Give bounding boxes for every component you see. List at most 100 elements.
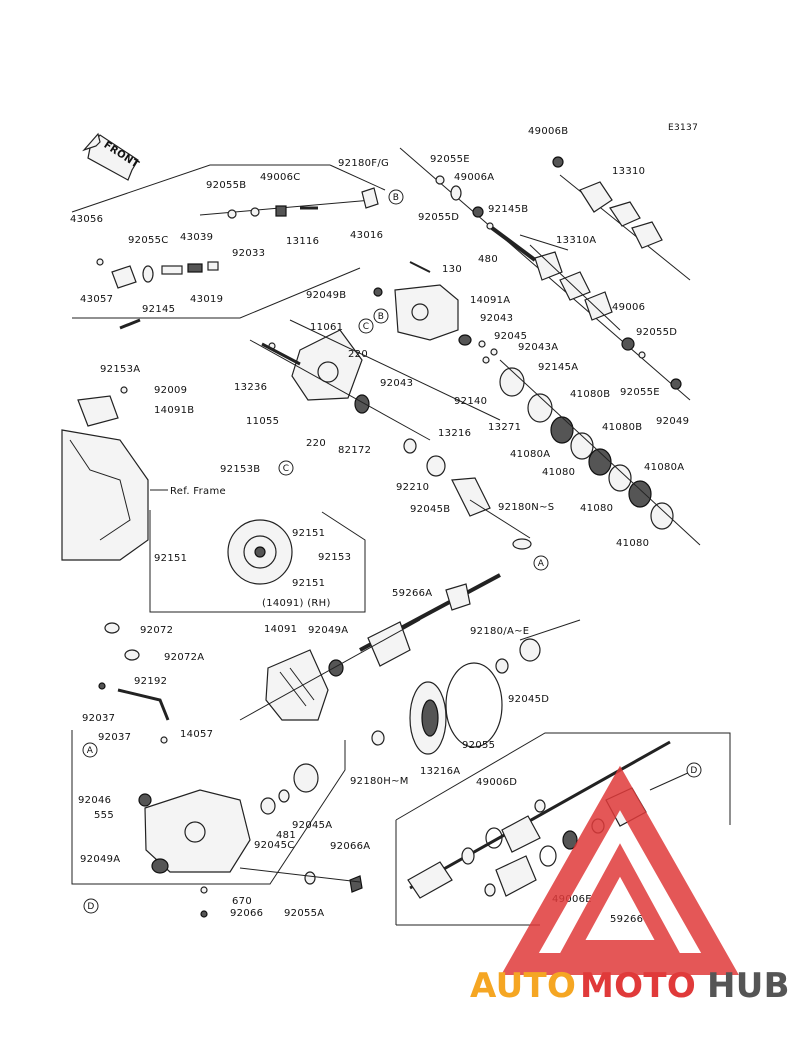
part-label: 92009 xyxy=(154,385,187,396)
svg-text:C: C xyxy=(363,322,370,332)
part-label: 43016 xyxy=(350,230,383,241)
svg-text:A: A xyxy=(87,746,94,756)
part-label: 49006A xyxy=(454,172,494,183)
part-label: 92180N~S xyxy=(498,502,554,513)
part-label: 220 xyxy=(306,438,326,449)
part-label: 92055E xyxy=(620,387,660,398)
callout-a-2: A xyxy=(82,742,98,758)
part-label: 92140 xyxy=(454,396,487,407)
automotohub-wordmark: AUTO MOTO HUB xyxy=(470,966,790,1006)
callout-c-1: C xyxy=(358,318,374,334)
part-label: 220 xyxy=(348,349,368,360)
part-labels: 43056 92055 B 49006C 92180F/G 92055E 4900… xyxy=(70,126,689,925)
gear-case xyxy=(239,619,503,748)
callout-b-1: B xyxy=(388,189,404,205)
rh-label: (14091) (RH) xyxy=(262,598,331,609)
part-label: 92072A xyxy=(164,652,204,663)
callout-d-1: D xyxy=(686,762,702,778)
part-label: 92151 xyxy=(154,553,187,564)
part-label: 670 xyxy=(232,896,252,907)
part-label: 92045C xyxy=(254,840,295,851)
part-label: 92151 xyxy=(292,528,325,539)
part-label: 92045 xyxy=(494,331,527,342)
part-label: 92046 xyxy=(78,795,111,806)
svg-text:C: C xyxy=(283,464,290,474)
part-label: 92072 xyxy=(140,625,173,636)
part-label: 92153B xyxy=(220,464,260,475)
part-label: 13216A xyxy=(420,766,460,777)
part-label: 92145 xyxy=(142,304,175,315)
part-label: 92037 xyxy=(82,713,115,724)
part-label: 92045D xyxy=(508,694,549,705)
rh-cover-box: (14091) (RH) xyxy=(149,510,366,613)
part-label: 43019 xyxy=(190,294,223,305)
upper-assembly-frame xyxy=(71,164,386,319)
part-label: 92033 xyxy=(232,248,265,259)
part-label: 13116 xyxy=(286,236,319,247)
part-label: 43057 xyxy=(80,294,113,305)
part-label: 49006B xyxy=(528,126,568,137)
svg-text:HUB: HUB xyxy=(707,966,790,1006)
part-label: 92192 xyxy=(134,676,167,687)
rear-housing xyxy=(71,730,363,918)
part-label: 41080 xyxy=(616,538,649,549)
part-label: 14091 xyxy=(264,624,297,635)
part-label: 92043A xyxy=(518,342,558,353)
part-label: 43056 xyxy=(70,214,103,225)
part-label: 59266 xyxy=(610,914,643,925)
part-label: 14057 xyxy=(180,729,213,740)
part-label: 480 xyxy=(478,254,498,265)
circle-callouts: B B C C A A D D xyxy=(82,189,702,914)
ref-frame-label: Ref. Frame xyxy=(170,486,226,497)
svg-text:D: D xyxy=(87,902,94,912)
part-label: 555 xyxy=(94,810,114,821)
part-label: 92055 xyxy=(462,740,495,751)
part-label: 11055 xyxy=(246,416,279,427)
part-label: 92180H~M xyxy=(350,776,409,787)
diagram-code: E3137 xyxy=(668,123,698,133)
part-label: 92055D xyxy=(636,327,677,338)
part-label: 92049A xyxy=(308,625,348,636)
svg-text:MOTO: MOTO xyxy=(580,966,696,1006)
part-label: 92151 xyxy=(292,578,325,589)
rear-propeller-shaft xyxy=(399,147,691,401)
part-label: 49006 xyxy=(612,302,645,313)
front-arrow-icon: FRONT xyxy=(82,132,141,181)
part-label: 92180F/G xyxy=(338,158,389,169)
part-label: 92043 xyxy=(380,378,413,389)
svg-text:A: A xyxy=(538,559,545,569)
part-label: 41080A xyxy=(644,462,684,473)
part-label: 92055A xyxy=(284,908,324,919)
part-label: 13271 xyxy=(488,422,521,433)
part-label: 92045A xyxy=(292,820,332,831)
part-label: 92145A xyxy=(538,362,578,373)
part-label: 41080B xyxy=(602,422,642,433)
clutch-pack xyxy=(478,340,701,546)
part-label: 92145B xyxy=(488,204,528,215)
part-label: 13236 xyxy=(234,382,267,393)
part-label: 92049 xyxy=(656,416,689,427)
svg-text:AUTO: AUTO xyxy=(470,966,576,1006)
part-label: 92055C xyxy=(128,235,169,246)
part-label: 92049B xyxy=(306,290,346,301)
part-label: 41080 xyxy=(580,503,613,514)
cover-plate xyxy=(249,319,501,441)
part-label: 49006D xyxy=(476,777,517,788)
front-drive-shaft xyxy=(359,573,581,674)
callout-a-1: A xyxy=(533,555,549,571)
part-label: 92180/A~E xyxy=(470,626,529,637)
part-label: 92153 xyxy=(318,552,351,563)
part-label: 59266A xyxy=(392,588,432,599)
pinion-shaft xyxy=(403,438,532,550)
part-label: 92037 xyxy=(98,732,131,743)
upper-shaft-parts xyxy=(96,187,379,330)
part-label: 41080B xyxy=(570,389,610,400)
part-label: 14091B xyxy=(154,405,194,416)
callout-d-2: D xyxy=(83,898,99,914)
part-label: 92066 xyxy=(230,908,263,919)
part-label: 41080 xyxy=(542,467,575,478)
part-label: 41080A xyxy=(510,449,550,460)
part-label: 92210 xyxy=(396,482,429,493)
part-label: 13216 xyxy=(438,428,471,439)
